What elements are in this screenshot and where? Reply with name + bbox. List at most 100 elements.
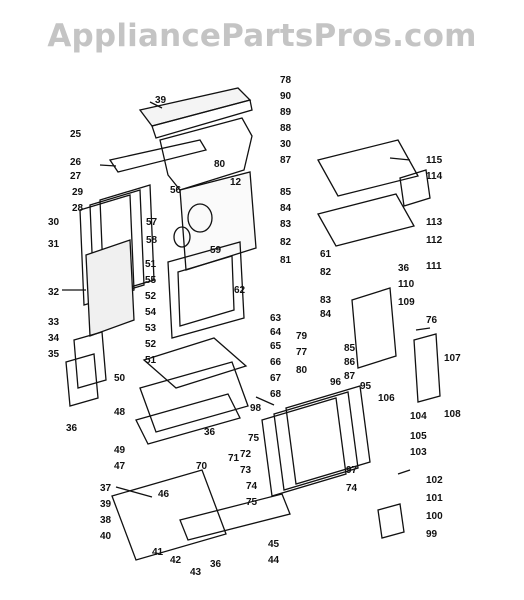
part-label: 98 — [250, 403, 262, 414]
part-label: 63 — [270, 313, 282, 324]
part-label: 77 — [296, 347, 308, 358]
part-label: 74 — [346, 483, 358, 494]
part-label: 56 — [170, 185, 182, 196]
part-label: 39 — [100, 499, 112, 510]
hinge-part — [413, 333, 441, 403]
drawer-part — [111, 469, 227, 561]
part-label: 114 — [426, 171, 443, 182]
part-label: 42 — [170, 555, 182, 566]
part-label: 27 — [70, 171, 82, 182]
part-label: 30 — [280, 139, 292, 150]
part-label: 25 — [70, 129, 82, 140]
part-label: 36 — [204, 427, 216, 438]
part-label: 96 — [330, 377, 342, 388]
part-label: 44 — [268, 555, 280, 566]
watermark-text: AppliancePartsPros.com — [47, 18, 477, 54]
broiler-pan-part — [139, 361, 249, 433]
part-label: 106 — [378, 393, 395, 404]
part-label: 41 — [152, 547, 164, 558]
part-label: 90 — [280, 91, 292, 102]
part-label: 80 — [296, 365, 308, 376]
part-label: 75 — [246, 497, 258, 508]
door-glass-part — [273, 391, 359, 491]
part-label: 82 — [320, 267, 332, 278]
part-label: 99 — [426, 529, 438, 540]
part-label: 52 — [145, 291, 157, 302]
part-label: 111 — [426, 261, 442, 272]
side-plate-part — [399, 169, 431, 207]
part-label: 51 — [145, 355, 157, 366]
part-label: 80 — [214, 159, 226, 170]
part-label: 39 — [155, 95, 167, 106]
part-label: 66 — [270, 357, 282, 368]
part-label: 35 — [48, 349, 60, 360]
leader-line — [415, 327, 431, 331]
part-label: 73 — [240, 465, 252, 476]
part-label: 28 — [72, 203, 84, 214]
part-label: 46 — [158, 489, 170, 500]
part-label: 87 — [280, 155, 292, 166]
part-label: 85 — [344, 343, 356, 354]
part-label: 86 — [344, 357, 356, 368]
fan-part — [187, 203, 213, 233]
part-label: 29 — [72, 187, 84, 198]
part-label: 110 — [398, 279, 415, 290]
part-label: 89 — [280, 107, 292, 118]
door-seal-part — [108, 139, 208, 173]
part-label: 65 — [270, 341, 282, 352]
oven-liner-part — [179, 171, 257, 271]
part-label: 103 — [410, 447, 427, 458]
part-label: 47 — [114, 461, 126, 472]
door-panel-part — [79, 194, 135, 306]
part-label: 75 — [248, 433, 260, 444]
part-label: 76 — [426, 315, 438, 326]
part-label: 115 — [426, 155, 443, 166]
leader-line — [397, 469, 411, 475]
part-label: 82 — [280, 237, 292, 248]
part-label: 38 — [100, 515, 112, 526]
part-label: 53 — [145, 323, 157, 334]
top-cover-edge — [151, 99, 253, 139]
part-label: 109 — [398, 297, 415, 308]
part-label: 78 — [280, 75, 292, 86]
part-label: 36 — [398, 263, 410, 274]
part-label: 112 — [426, 235, 443, 246]
door-glass-part — [261, 397, 347, 497]
part-label: 88 — [280, 123, 292, 134]
leader-line — [99, 164, 117, 167]
part-label: 30 — [48, 217, 60, 228]
grill-grate-part — [317, 139, 419, 197]
part-label: 45 — [268, 539, 280, 550]
part-label: 34 — [48, 333, 60, 344]
element-ring-part — [173, 226, 191, 248]
door-glass-part — [285, 385, 371, 485]
part-label: 59 — [210, 245, 222, 256]
part-label: 40 — [100, 531, 112, 542]
part-label: 37 — [100, 483, 112, 494]
part-label: 81 — [280, 255, 292, 266]
part-label: 105 — [410, 431, 427, 442]
part-label: 72 — [240, 449, 252, 460]
part-label: 101 — [426, 493, 443, 504]
leader-line — [255, 396, 275, 406]
part-label: 52 — [145, 339, 157, 350]
latch-part — [377, 503, 405, 539]
part-label: 51 — [145, 259, 157, 270]
part-label: 113 — [426, 217, 443, 228]
part-label: 102 — [426, 475, 443, 486]
part-label: 57 — [146, 217, 158, 228]
front-frame-window — [177, 255, 235, 327]
drip-tray-part — [317, 193, 415, 247]
front-frame-part — [167, 241, 245, 339]
leader-line — [149, 101, 163, 109]
part-label: 74 — [246, 481, 258, 492]
part-label: 97 — [346, 465, 358, 476]
part-label: 67 — [270, 373, 282, 384]
part-label: 68 — [270, 389, 282, 400]
part-label: 84 — [320, 309, 332, 320]
part-label: 54 — [145, 307, 157, 318]
outer-door-part — [85, 239, 135, 337]
part-label: 79 — [296, 331, 308, 342]
part-label: 104 — [410, 411, 427, 422]
part-label: 36 — [66, 423, 78, 434]
